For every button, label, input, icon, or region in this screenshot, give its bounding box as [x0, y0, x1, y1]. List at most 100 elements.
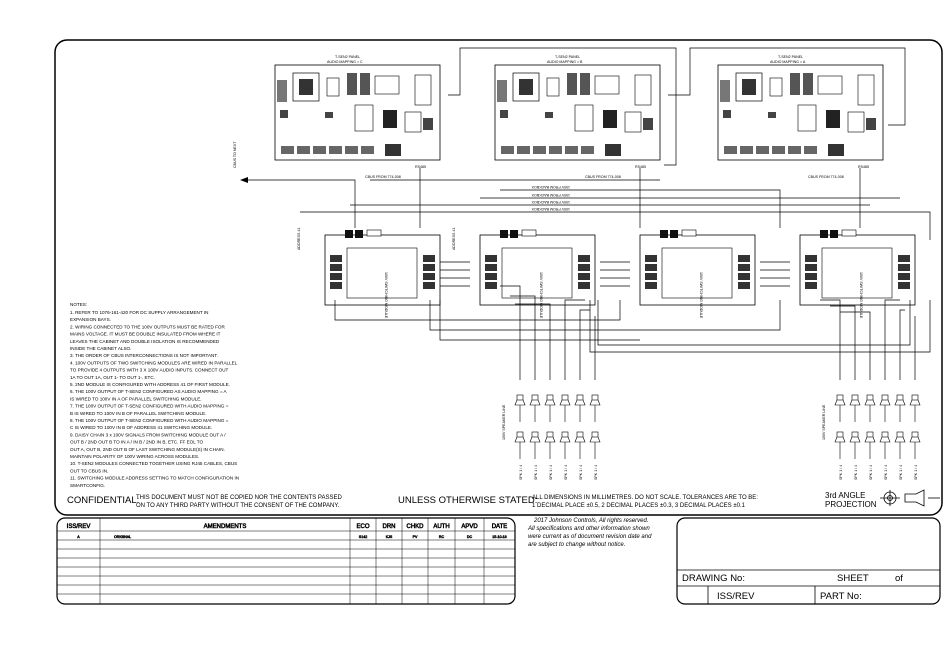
drawing-no-label: DRAWING No: [682, 573, 745, 584]
note-line: OUT B / 2ND OUT B TO IN A / IN B / 2ND I… [70, 440, 204, 445]
notes-block: NOTES: 1. REFER TO 1076-161-420 FOR DC S… [70, 302, 239, 488]
note-line: 9. DAISY CHAIN 3 x 100V SIGNALS FROM SWI… [70, 432, 226, 437]
speaker-tag: SPK 1 / 4 [899, 465, 903, 480]
module-label: 100V SWITCHING MODULE [859, 272, 863, 319]
switching-module-4: 100V SWITCHING MODULE [799, 229, 916, 319]
note-line: 10. T-SEN2 MODULES CONNECTED TOGETHER US… [70, 461, 237, 466]
cbus-arrow [240, 177, 248, 183]
speaker-tag: SPK 1 / 4 [534, 465, 538, 480]
board-title: T-SEN2 PANEL [335, 55, 360, 59]
output-label-2: 100V FROM BACKBOX [531, 193, 570, 197]
speaker-tag: SPK 1 / 4 [854, 465, 858, 480]
module-label: 100V SWITCHING MODULE [539, 272, 543, 319]
projection-label-2: PROJECTION [825, 500, 877, 509]
switching-module-2: 100V SWITCHING MODULE [479, 229, 596, 319]
unless-label: UNLESS OTHERWISE STATED: [398, 495, 537, 506]
amend-cell: 15-10-18 [492, 535, 506, 539]
note-line: 11. SWITCHING MODULE ADDRESS SETTING TO … [70, 476, 239, 481]
speaker-tag: SPK 1 / 4 [519, 465, 523, 480]
note-line: EXPANSION BAYS. [70, 317, 111, 322]
output-label-4: 100V FROM BACKBOX [531, 207, 570, 211]
note-line: MAINS VOLTAGE. IT MUST BE DOUBLE INSULAT… [70, 332, 221, 337]
module-label: 100V SWITCHING MODULE [384, 272, 388, 319]
note-line: 1. REFER TO 1076-161-420 FOR DC SUPPLY A… [70, 310, 208, 315]
note-line: OUT TO CBUS IN. [70, 468, 108, 473]
note-line: 5. 2ND MODULE IS CONFIGURED WITH ADDRESS… [70, 382, 230, 387]
dimensions-text-2: 1 DECIMAL PLACE ±0.5, 2 DECIMAL PLACES ±… [532, 503, 746, 509]
amend-header: AUTH [433, 524, 449, 530]
note-line: OUT A, OUT B, 2ND OUT B OF LAST SWITCHIN… [70, 447, 225, 452]
speaker-tag: SPK 1 / 4 [869, 465, 873, 480]
note-line: 3. THE ORDER OF CBUS INTERCONNECTIONS IS… [70, 353, 218, 358]
amend-header: APVD [461, 524, 478, 530]
switching-module-1: 100V SWITCHING MODULE [324, 229, 441, 319]
note-line: IS WIRED TO 100V IN A OF PARALLEL SWITCH… [70, 396, 202, 401]
amend-cell: ORIGINAL [114, 535, 131, 539]
note-line: C IS WIRED TO 100V IN B OF ADDRESS 41 SW… [70, 425, 212, 430]
sheet-label: SHEET [837, 573, 869, 584]
copyright-line-1: 2017 Johnson Controls, All rights reserv… [533, 518, 649, 524]
speaker-line-left: 100V SPEAKER LINE [502, 404, 506, 440]
iss-rev-label: ISS/REV [717, 591, 755, 602]
copyright-line-2: All specifications and other information… [527, 526, 650, 532]
note-line: SMARTCONFIG. [70, 483, 105, 488]
dimensions-text-1: ALL DIMENSIONS IN MILLIMETRES. DO NOT SC… [532, 495, 758, 501]
copyright-line-4: are subject to change without notice. [528, 542, 625, 548]
amend-header: ECO [356, 524, 369, 530]
board-cable: CBUS FROM 774-008 [585, 175, 621, 179]
amend-header: AMENDMENTS [204, 524, 247, 530]
switching-modules: 100V SWITCHING MODULE 100V SWITCHING MODU… [324, 229, 916, 319]
board-cable: CBUS FROM 774-008 [365, 175, 401, 179]
amend-header: ISS/REV [67, 524, 91, 530]
note-line: TO PROVIDE 4 OUTPUTS WITH 3 X 100V AUDIO… [70, 368, 229, 373]
note-line: 7. THE 100V OUTPUT OF T-SEN2 CONFIGURED … [70, 404, 229, 409]
note-line: MAINTAIN POLARITY OF 100V WIRING ACROSS … [70, 454, 199, 459]
note-line: 6. THE 100V OUTPUT OF T-SEN2 CONFIGURED … [70, 389, 228, 394]
note-line: B IS WIRED TO 100V IN B OF PARALLEL SWIT… [70, 411, 206, 416]
projection-label-1: 3rd ANGLE [825, 491, 865, 500]
confidential-text-2: ON TO ANY THIRD PARTY WITHOUT THE CONSEN… [136, 503, 340, 509]
board-rs485: RS485 [858, 165, 869, 169]
note-line: 8. THE 100V OUTPUT OF T-SEN2 CONFIGURED … [70, 418, 229, 423]
board-rs485: RS485 [415, 165, 426, 169]
cbus-next-label: CBUS TO NEXT [233, 141, 237, 168]
speaker-tag: SPK 1 / 4 [839, 465, 843, 480]
amend-cell: PV [413, 535, 418, 539]
note-line: INSIDE THE CABINET ALSO. [70, 346, 131, 351]
speaker-line-right: 100V SPEAKER LINE [822, 404, 826, 440]
output-label-3: 100V FROM BACKBOX [531, 200, 570, 204]
speaker-chains: SPK 1 / 4 SPK 1 / 4 SPK 1 / 4 SPK 1 / 4 SPK … [514, 394, 921, 480]
note-line: 1A TO OUT 1A, OUT 1- TO OUT 1-, ETC. [70, 375, 155, 380]
amend-header: DATE [492, 524, 508, 530]
amend-header: DRN [383, 524, 396, 530]
amend-cell: DC [467, 535, 473, 539]
speaker-tag: SPK 1 / 4 [564, 465, 568, 480]
wiring [245, 47, 931, 380]
board-title: T-SEN2 PANEL [555, 55, 580, 59]
notes-heading: NOTES: [70, 302, 87, 307]
amend-cell: KJS [386, 535, 393, 539]
copyright-line-3: were current as of document revision dat… [528, 534, 652, 540]
speaker-tag: SPK 1 / 4 [549, 465, 553, 480]
amend-cell: S142 [359, 535, 367, 539]
confidential-text-1: THIS DOCUMENT MUST NOT BE COPIED NOR THE… [136, 495, 342, 501]
amend-cell: A [77, 535, 80, 539]
output-label-1: 100V FROM BACKBOX [531, 185, 570, 189]
projection-symbol-icon [880, 489, 940, 507]
speaker-tag: SPK 1 / 4 [594, 465, 598, 480]
board-title: T-SEN2 PANEL [778, 55, 803, 59]
address-label-1: ADDRESS 41 [297, 228, 301, 250]
note-line: 4. 100V OUTPUTS OF TWO SWITCHING MODULES… [70, 360, 238, 365]
amend-cell: RC [439, 535, 445, 539]
board-rs485: RS485 [635, 165, 646, 169]
speaker-tag: SPK 1 / 4 [914, 465, 918, 480]
board-mapping: AUDIO MAPPING = B [547, 60, 583, 64]
confidential-label: CONFIDENTIAL: [67, 495, 139, 506]
note-line: LEAVES THE CABINET AND DOUBLE ISOLATION … [70, 339, 220, 344]
notes-lines: 1. REFER TO 1076-161-420 FOR DC SUPPLY A… [70, 310, 239, 488]
